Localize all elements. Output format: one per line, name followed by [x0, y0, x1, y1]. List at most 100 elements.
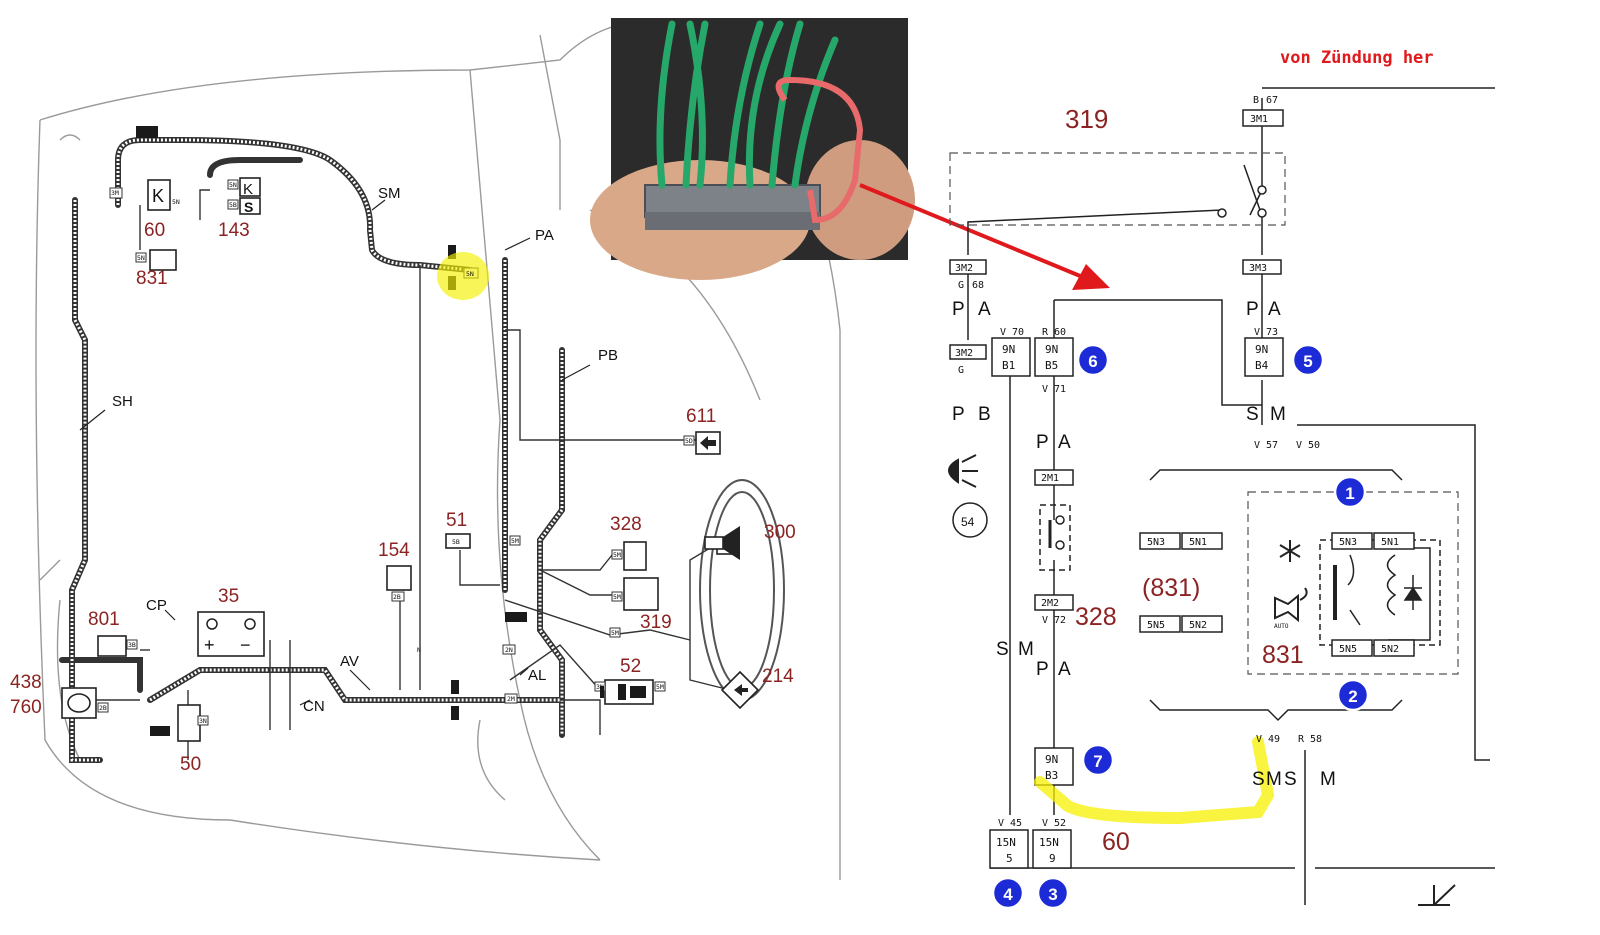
wire-pin: 60 — [1054, 327, 1066, 338]
connector-code: 5M — [511, 537, 519, 545]
relay-pin: 5N3 — [1147, 537, 1165, 548]
component-number: 328 — [1075, 603, 1117, 631]
connector-code: 5M — [656, 683, 664, 691]
red-arrow — [859, 183, 1110, 290]
component-number: 60 — [1102, 828, 1130, 856]
harness-label: AV — [340, 653, 359, 670]
left-connector-codes: 5N 5N 5B 5N 5D 5B 2B 5M 5M 3N 5M 3B 5M 5… — [99, 181, 693, 725]
harness-letter: M — [1320, 769, 1336, 790]
harness-letter: P — [952, 299, 965, 320]
wire-pin: 50 — [1308, 440, 1320, 451]
component-number: 50 — [180, 754, 201, 775]
wire-color: V — [1042, 384, 1048, 395]
connector-code: 9N — [1045, 753, 1058, 766]
wire-pin: 45 — [1010, 818, 1022, 829]
harness-inner — [70, 138, 564, 762]
wire-pin: 58 — [1310, 734, 1322, 745]
badge-number: 2 — [1348, 687, 1357, 706]
harness-letter: M — [1270, 404, 1286, 425]
harness-letter: P — [1036, 659, 1049, 680]
wire-color: V — [1254, 440, 1260, 451]
k-glyph: K — [152, 186, 164, 206]
wire-pin: 52 — [1054, 818, 1066, 829]
harness-letter: S — [996, 639, 1009, 660]
connector-code: 5N — [229, 181, 237, 189]
wire-pin: 73 — [1266, 327, 1278, 338]
component-number: 300 — [764, 522, 796, 543]
component-number: 35 — [218, 586, 239, 607]
connector-code: 5M — [613, 551, 621, 559]
connector-code: N — [417, 646, 421, 654]
badge-2: 2 — [1336, 678, 1370, 712]
wire-color: G — [958, 280, 964, 291]
wire-color: V — [1296, 440, 1302, 451]
relay-pin: 5N2 — [1189, 620, 1207, 631]
harness-letter: S — [1252, 769, 1265, 790]
relay-pin: 5N2 — [1381, 644, 1399, 655]
relay-pin: 5N1 — [1189, 537, 1207, 548]
badge-1: 1 — [1333, 475, 1367, 509]
harness-label: PA — [535, 227, 554, 244]
wire-color: V — [1254, 327, 1260, 338]
connector-code: 2N — [505, 646, 513, 654]
component-number: 611 — [686, 406, 716, 427]
connector-code: 9N — [1045, 343, 1058, 356]
connector-code: 5N — [466, 270, 474, 278]
harness-label: PB — [598, 347, 618, 364]
badge-number: 5 — [1303, 352, 1312, 371]
black-blocks — [136, 126, 646, 736]
relay-brackets — [1149, 469, 1403, 722]
battery-terminals — [206, 618, 256, 630]
harness-letter: M — [1266, 769, 1282, 790]
component-number: 60 — [144, 220, 165, 241]
wire-pin: 72 — [1054, 615, 1066, 626]
connector-code: 3N — [596, 683, 604, 691]
badges: 1 2 3 4 5 6 7 — [991, 343, 1370, 910]
component-number: 438 — [10, 672, 42, 693]
connector-code: 5D — [685, 437, 693, 445]
component-number: 801 — [88, 609, 120, 630]
harness-label: CN — [303, 698, 325, 715]
schematic-boxes — [949, 109, 1415, 869]
connector-code: 3M2 — [955, 263, 973, 274]
plus-glyph: + — [204, 635, 215, 655]
annotation-text: von Zündung her — [1280, 48, 1434, 68]
relay-icons — [1274, 540, 1308, 623]
highlight-wire — [1034, 736, 1275, 825]
component-number: 328 — [610, 514, 642, 535]
harness-label: SM — [378, 185, 401, 202]
badge-number: 4 — [1003, 885, 1013, 904]
component-glyphs: K K S + − — [152, 181, 253, 655]
harness-label-text: SM PA PB SH CP AV CN AL — [112, 185, 618, 715]
relay-831-internals — [1319, 539, 1441, 646]
connector-code: 3M2 — [955, 348, 973, 359]
horn-icon — [704, 526, 740, 560]
connector-code: 5N — [137, 254, 145, 262]
harness-letter: P — [1246, 299, 1259, 320]
component-214 — [720, 670, 760, 710]
component-number: 214 — [762, 666, 794, 687]
component-number: 143 — [218, 220, 250, 241]
connector-code: 2B — [99, 704, 107, 712]
relay-label: 831 — [1262, 641, 1304, 669]
motor-438 — [67, 693, 91, 713]
wire-color: V — [1042, 818, 1048, 829]
badge-number: 1 — [1345, 484, 1354, 503]
headlight-icon — [948, 454, 988, 538]
wire-pin: 71 — [1054, 384, 1066, 395]
auto-label: AUTO — [1274, 623, 1289, 630]
wire-color: V — [1256, 734, 1262, 745]
connector-code: B5 — [1045, 359, 1058, 372]
relay-label: (831) — [1142, 574, 1200, 602]
connector-code: 3B — [128, 641, 136, 649]
relay-pin: 5N5 — [1339, 644, 1357, 655]
connector-code: 5B — [229, 201, 237, 209]
component-611 — [700, 436, 716, 450]
connector-code: 15N — [996, 836, 1016, 849]
component-number: 760 — [10, 697, 42, 718]
switch-319 — [1217, 164, 1267, 218]
wire-color: V — [998, 818, 1004, 829]
badge-5: 5 — [1291, 343, 1325, 377]
badge-6: 6 — [1076, 343, 1110, 377]
